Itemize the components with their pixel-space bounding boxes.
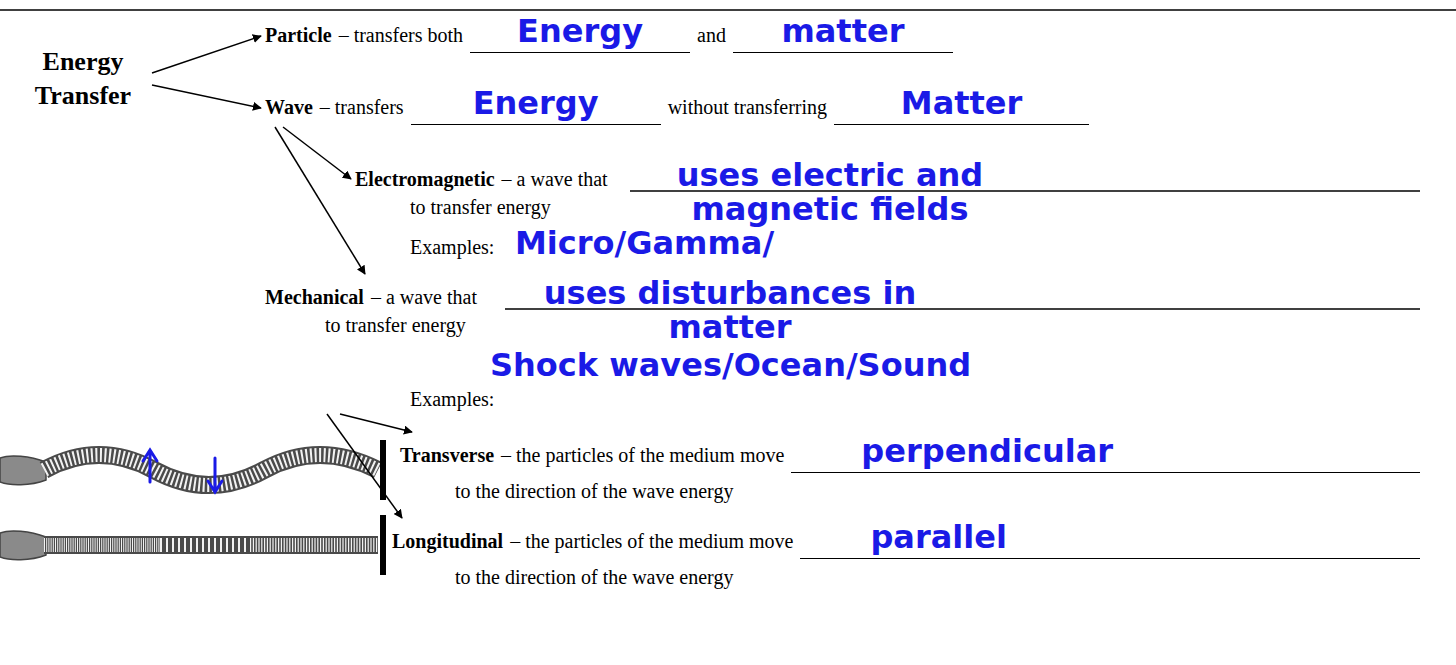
printed-text: – a wave that	[502, 166, 608, 192]
branch-arrow	[275, 127, 365, 274]
printed-text: to the direction of the wave energy	[455, 478, 733, 504]
wall	[380, 515, 386, 575]
handwritten-answer: Energy	[473, 84, 599, 122]
motion-arrow	[143, 450, 157, 482]
spring-coil	[160, 538, 250, 552]
text-row: to the direction of the wave energy	[455, 564, 740, 590]
top-rule	[0, 9, 1456, 11]
handwritten-answer: uses disturbances in matter	[540, 276, 920, 344]
text-row: Wave – transfers Energy without transferrin…	[265, 86, 1096, 125]
branch-arrow	[152, 36, 261, 73]
text-row: Electromagnetic – a wave that	[355, 166, 615, 192]
printed-text: to transfer energy	[325, 312, 466, 338]
printed-text: to transfer energy	[410, 194, 551, 220]
term-heading: Wave	[265, 94, 313, 120]
branch-arrow	[340, 414, 412, 432]
printed-text: without transferring	[668, 94, 827, 120]
handwritten-answer: parallel	[870, 518, 1006, 556]
text-node: Electromagnetic – a wave thatto transfer …	[355, 158, 1030, 260]
printed-text: – a wave that	[371, 284, 477, 310]
term-heading: Mechanical	[265, 284, 364, 310]
answer-blank: matter	[733, 14, 953, 53]
text-row: to transfer energy	[410, 194, 558, 220]
answer-blank: Matter	[834, 86, 1089, 125]
printed-text: – transfers both	[339, 22, 463, 48]
spring-coil	[44, 455, 378, 485]
answer-blank: parallel	[800, 520, 1420, 559]
spring-coil	[44, 536, 378, 554]
printed-text: – the particles of the medium move	[501, 442, 784, 468]
handwritten-examples: Shock waves/Ocean/Sound	[490, 348, 971, 382]
text-row: Longitudinal – the particles of the mediu…	[392, 520, 1420, 559]
text-node: Energy Transfer	[18, 45, 148, 113]
printed-text: – transfers	[320, 94, 404, 120]
hand	[0, 531, 46, 560]
handwritten-answer: Matter	[901, 84, 1023, 122]
text-row: to the direction of the wave energy	[455, 478, 740, 504]
answer-blank: perpendicular	[791, 434, 1420, 473]
term-heading: Transverse	[400, 442, 494, 468]
term-heading: Electromagnetic	[355, 166, 495, 192]
motion-arrow	[208, 458, 222, 492]
handwritten-answer: Energy	[517, 12, 643, 50]
diagram-title-node: Energy Transfer	[18, 45, 148, 113]
printed-text: – the particles of the medium move	[510, 528, 793, 554]
handwritten-answer: uses electric and magnetic fields	[630, 158, 1030, 226]
text-node: Longitudinal – the particles of the mediu…	[392, 520, 1420, 590]
answer-blank: Energy	[411, 86, 661, 125]
text-node: Particle – transfers both Energy and matter	[265, 14, 960, 53]
text-row: Particle – transfers both Energy and matter	[265, 14, 960, 53]
branch-arrow	[327, 414, 402, 518]
handwritten-answer: matter	[781, 12, 904, 50]
text-row: to transfer energy	[325, 312, 473, 338]
hand	[0, 456, 46, 485]
branch-arrow	[152, 85, 261, 108]
handwritten-answer: perpendicular	[861, 432, 1113, 470]
printed-text: Examples:	[410, 386, 494, 412]
printed-text: Examples:	[410, 234, 494, 260]
spring-coil	[250, 538, 378, 552]
text-row: Mechanical – a wave that	[265, 284, 484, 310]
printed-text: and	[697, 22, 726, 48]
answer-blank: Energy	[470, 14, 690, 53]
printed-text: to the direction of the wave energy	[455, 564, 733, 590]
text-row: Examples:	[410, 386, 501, 412]
term-heading: Longitudinal	[392, 528, 503, 554]
spring-coil	[44, 538, 160, 552]
handwritten-examples: Micro/Gamma/	[515, 226, 774, 260]
text-node: Mechanical – a wave thatto transfer energ…	[265, 276, 972, 412]
text-row: Transverse – the particles of the medium …	[400, 434, 1420, 473]
text-row: Examples:	[410, 234, 501, 260]
text-node: Transverse – the particles of the medium …	[400, 434, 1420, 504]
term-heading: Particle	[265, 22, 332, 48]
branch-arrow	[283, 127, 351, 179]
text-node: Wave – transfers Energy without transferrin…	[265, 86, 1097, 125]
spring-coil	[44, 455, 378, 485]
